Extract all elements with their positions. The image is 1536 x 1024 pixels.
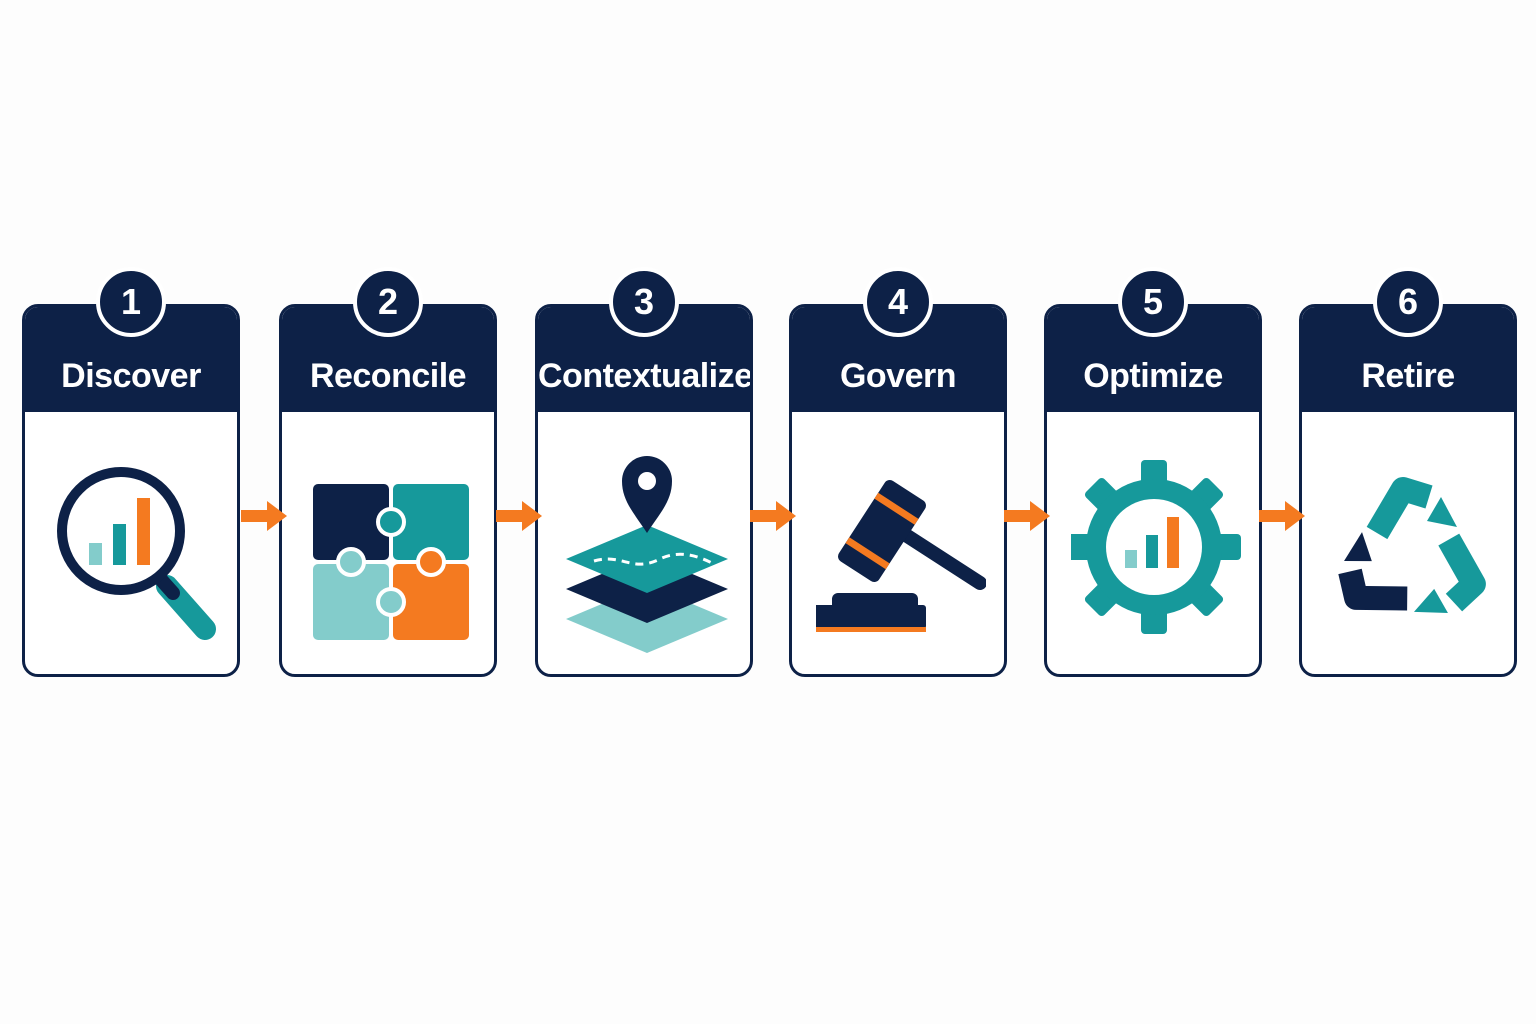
step-contextualize: 3 Contextualize [535,267,753,677]
arrow-right-icon [241,501,287,531]
step-number-badge: 5 [1118,267,1188,337]
step-title: Optimize [1083,357,1223,395]
map-layers-pin-icon [566,456,728,653]
step-title: Discover [61,357,201,395]
step-header: Govern [792,307,1004,412]
step-reconcile: 2 Reconcile [279,267,497,677]
step-card: Contextualize [535,304,753,677]
step-title: Govern [839,357,957,395]
step-number-badge: 6 [1373,267,1443,337]
step-number-badge: 1 [96,267,166,337]
arrow-right-icon [496,501,542,531]
recycle-icon [1338,477,1486,613]
arrow-right-icon [1004,501,1050,531]
arrow-right-icon [750,501,796,531]
step-optimize: 5 Optimize [1044,267,1262,677]
step-card: Discover [22,304,240,677]
step-card: Govern [789,304,1007,677]
step-title: Retire [1361,357,1455,395]
puzzle-icon [313,484,469,640]
step-govern: 4 Govern [789,267,1007,677]
step-discover: 1 Discover [22,267,240,677]
step-number-badge: 3 [609,267,679,337]
step-retire: 6 Retire [1299,267,1517,677]
magnifier-bar-chart-icon [57,467,216,640]
step-title: Contextualize [538,357,753,395]
step-card: Optimize [1044,304,1262,677]
step-title: Reconcile [309,357,467,395]
step-number-badge: 2 [353,267,423,337]
arrow-right-icon [1259,501,1305,531]
step-number-badge: 4 [863,267,933,337]
step-card: Retire [1299,304,1517,677]
step-card: Reconcile [279,304,497,677]
gavel-icon [816,479,986,632]
gear-bar-chart-icon [1071,460,1241,634]
